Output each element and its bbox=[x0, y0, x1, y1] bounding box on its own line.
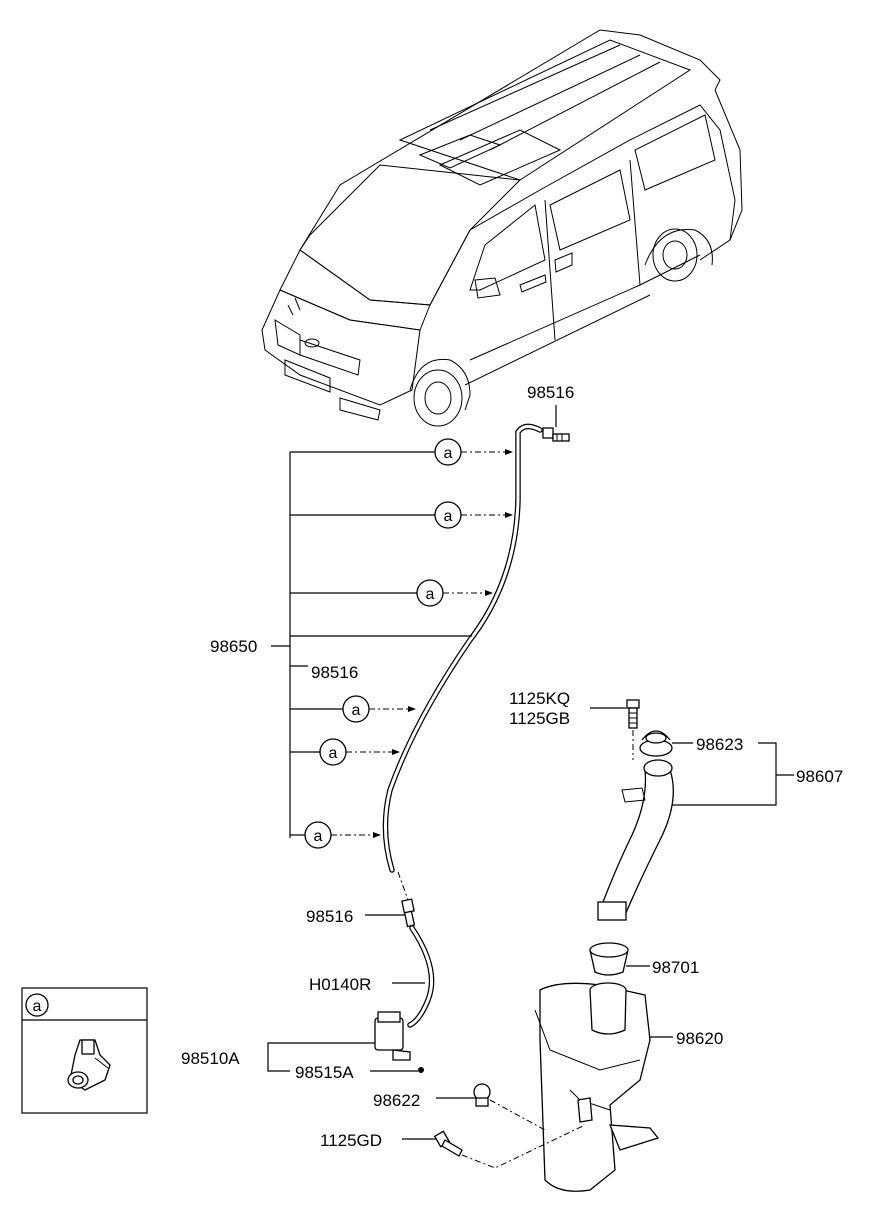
label-nozzle-mid: 98516 bbox=[311, 663, 358, 682]
callout-arrows bbox=[331, 449, 513, 838]
label-connector-lower: 98516 bbox=[306, 907, 353, 926]
callout-a-1: a bbox=[434, 438, 462, 466]
connector-lower-icon bbox=[401, 898, 416, 928]
label-hose-assembly: 98650 bbox=[210, 637, 257, 656]
callout-letter: a bbox=[352, 702, 361, 719]
label-pump-seal: 98515A bbox=[295, 1063, 354, 1082]
label-grommet: 98622 bbox=[373, 1091, 420, 1110]
detail-box-letter: a bbox=[33, 998, 42, 1015]
label-nozzle-top: 98516 bbox=[527, 383, 574, 402]
label-reservoir: 98620 bbox=[676, 1029, 723, 1048]
vehicle-van-illustration bbox=[261, 29, 743, 427]
hose-clip-icon bbox=[67, 1039, 111, 1091]
callout-letter: a bbox=[444, 508, 453, 525]
label-bolt-upper-1: 1125KQ bbox=[509, 689, 570, 708]
label-seal: 98701 bbox=[652, 958, 699, 977]
label-bolt-upper-2: 1125GB bbox=[509, 709, 570, 728]
washer-pump-icon bbox=[374, 1011, 424, 1073]
callout-letter: a bbox=[426, 586, 435, 603]
callout-a-6: a bbox=[304, 821, 332, 849]
seal-icon bbox=[589, 942, 629, 976]
label-pump: 98510A bbox=[181, 1049, 240, 1068]
filler-neck-icon bbox=[597, 759, 674, 921]
label-hose-lower: H0140R bbox=[309, 975, 371, 994]
nozzle-top-icon bbox=[542, 427, 570, 442]
callout-a-3: a bbox=[416, 579, 444, 607]
callout-letter: a bbox=[314, 828, 323, 845]
label-cap: 98623 bbox=[696, 735, 743, 754]
hose-assembly-bracket bbox=[271, 451, 472, 838]
callout-a-4: a bbox=[342, 695, 370, 723]
label-filler-assembly: 98607 bbox=[796, 767, 843, 786]
leader-lines bbox=[267, 707, 794, 1140]
detail-box: a bbox=[21, 987, 148, 1114]
bolt-lower-icon bbox=[433, 1130, 463, 1157]
callout-a-2: a bbox=[434, 501, 462, 529]
callout-letter: a bbox=[444, 445, 453, 462]
label-bolt-lower: 1125GD bbox=[320, 1131, 382, 1150]
reservoir-tank-icon bbox=[534, 982, 660, 1192]
callout-a-5: a bbox=[319, 738, 347, 766]
washer-hose bbox=[382, 405, 570, 1028]
callout-letter: a bbox=[329, 745, 338, 762]
bolt-upper-icon bbox=[626, 699, 640, 760]
cap-icon bbox=[639, 730, 673, 757]
grommet-icon bbox=[473, 1083, 491, 1107]
